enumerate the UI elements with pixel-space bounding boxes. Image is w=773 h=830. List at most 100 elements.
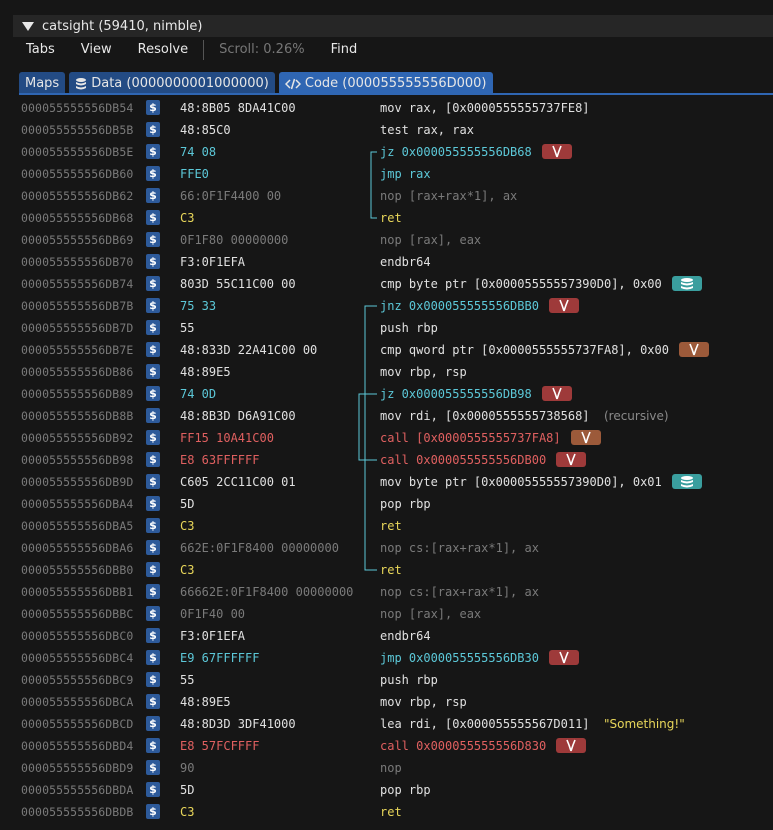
row-address[interactable]: 000055555556DB68 (21, 211, 134, 225)
dollar-icon[interactable]: $ (146, 804, 160, 819)
dollar-icon[interactable]: $ (146, 738, 160, 753)
dollar-icon[interactable]: $ (146, 452, 160, 467)
row-address[interactable]: 000055555556DB5E (21, 145, 134, 159)
dollar-icon[interactable]: $ (146, 760, 160, 775)
dollar-icon[interactable]: $ (146, 496, 160, 511)
window-titlebar[interactable]: catsight (59410, nimble) (13, 15, 773, 37)
row-address[interactable]: 000055555556DB89 (21, 387, 134, 401)
instruction-text[interactable]: endbr64 (380, 255, 431, 269)
row-address[interactable]: 000055555556DB69 (21, 233, 134, 247)
instruction-text[interactable]: mov rax, [0x0000555555737FE8] (380, 101, 590, 115)
table-row[interactable]: 000055555556DBB1$66662E:0F1F8400 0000000… (0, 581, 773, 603)
row-address[interactable]: 000055555556DBD9 (21, 761, 134, 775)
dollar-icon[interactable]: $ (146, 364, 160, 379)
menu-tabs[interactable]: Tabs (26, 42, 55, 57)
dollar-icon[interactable]: $ (146, 562, 160, 577)
row-address[interactable]: 000055555556DB86 (21, 365, 134, 379)
instruction-text[interactable]: endbr64 (380, 629, 431, 643)
tab-maps[interactable]: Maps (19, 72, 66, 95)
instruction-text[interactable]: mov rdi, [0x0000555555738568] (380, 409, 590, 423)
row-address[interactable]: 000055555556DB70 (21, 255, 134, 269)
dollar-icon[interactable]: $ (146, 342, 160, 357)
dollar-icon[interactable]: $ (146, 694, 160, 709)
code-ref-badge[interactable] (678, 342, 709, 357)
dollar-icon[interactable]: $ (146, 408, 160, 423)
dollar-icon[interactable]: $ (146, 474, 160, 489)
row-address[interactable]: 000055555556DBB0 (21, 563, 134, 577)
dollar-icon[interactable]: $ (146, 606, 160, 621)
row-address[interactable]: 000055555556DBA4 (21, 497, 134, 511)
dollar-icon[interactable]: $ (146, 188, 160, 203)
instruction-text[interactable]: mov rbp, rsp (380, 365, 467, 379)
instruction-text[interactable]: nop cs:[rax+rax*1], ax (380, 585, 539, 599)
instruction-text[interactable]: nop cs:[rax+rax*1], ax (380, 541, 539, 555)
dollar-icon[interactable]: $ (146, 628, 160, 643)
instruction-text[interactable]: call [0x0000555555737FA8] (380, 431, 561, 445)
code-ref-badge[interactable] (548, 650, 579, 665)
row-address[interactable]: 000055555556DB7D (21, 321, 134, 335)
dollar-icon[interactable]: $ (146, 122, 160, 137)
instruction-text[interactable]: jz 0x000055555556DB98 (380, 387, 532, 401)
dollar-icon[interactable]: $ (146, 276, 160, 291)
row-address[interactable]: 000055555556DB7B (21, 299, 134, 313)
row-address[interactable]: 000055555556DBCD (21, 717, 134, 731)
row-address[interactable]: 000055555556DB92 (21, 431, 134, 445)
instruction-text[interactable]: pop rbp (380, 497, 431, 511)
code-ref-badge[interactable] (541, 144, 572, 159)
collapse-triangle-icon[interactable] (22, 21, 34, 31)
dollar-icon[interactable]: $ (146, 232, 160, 247)
instruction-text[interactable]: ret (380, 211, 402, 225)
row-address[interactable]: 000055555556DBC4 (21, 651, 134, 665)
instruction-text[interactable]: mov rbp, rsp (380, 695, 467, 709)
code-ref-badge[interactable] (556, 452, 587, 467)
instruction-text[interactable]: lea rdi, [0x000055555567D011] (380, 717, 590, 731)
code-ref-badge[interactable] (548, 298, 579, 313)
dollar-icon[interactable]: $ (146, 254, 160, 269)
code-ref-badge[interactable] (556, 738, 587, 753)
instruction-text[interactable]: jmp rax (380, 167, 431, 181)
dollar-icon[interactable]: $ (146, 672, 160, 687)
instruction-text[interactable]: jnz 0x000055555556DBB0 (380, 299, 539, 313)
row-address[interactable]: 000055555556DBB1 (21, 585, 134, 599)
tab-data[interactable]: Data (0000000001000000) (69, 72, 275, 95)
row-address[interactable]: 000055555556DB8B (21, 409, 134, 423)
row-address[interactable]: 000055555556DBBC (21, 607, 134, 621)
dollar-icon[interactable]: $ (146, 716, 160, 731)
row-address[interactable]: 000055555556DBC9 (21, 673, 134, 687)
instruction-text[interactable]: nop [rax], eax (380, 607, 482, 621)
dollar-icon[interactable]: $ (146, 518, 160, 533)
dollar-icon[interactable]: $ (146, 100, 160, 115)
instruction-text[interactable]: ret (380, 805, 402, 819)
instruction-text[interactable]: ret (380, 519, 402, 533)
menu-resolve[interactable]: Resolve (137, 42, 189, 57)
instruction-text[interactable]: pop rbp (380, 783, 431, 797)
dollar-icon[interactable]: $ (146, 584, 160, 599)
dollar-icon[interactable]: $ (146, 782, 160, 797)
row-address[interactable]: 000055555556DB74 (21, 277, 134, 291)
dollar-icon[interactable]: $ (146, 210, 160, 225)
row-address[interactable]: 000055555556DBA5 (21, 519, 134, 533)
instruction-text[interactable]: call 0x000055555556DB00 (380, 453, 547, 467)
